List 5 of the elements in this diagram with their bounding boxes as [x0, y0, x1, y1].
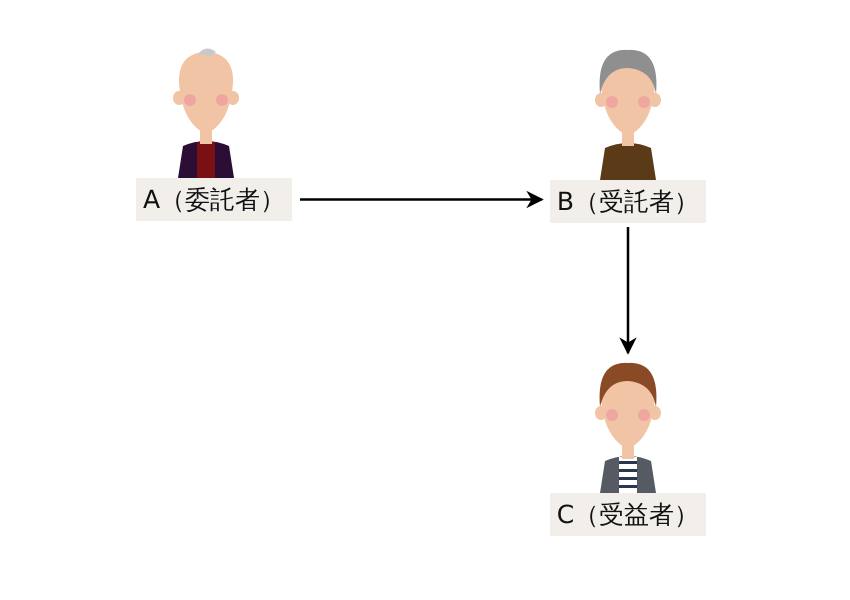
- person-label: C（受益者）: [550, 493, 706, 536]
- arrow: [619, 227, 637, 355]
- person-label: A（委託者）: [136, 178, 292, 221]
- person-label: B（受託者）: [550, 180, 706, 223]
- arrow: [300, 190, 544, 208]
